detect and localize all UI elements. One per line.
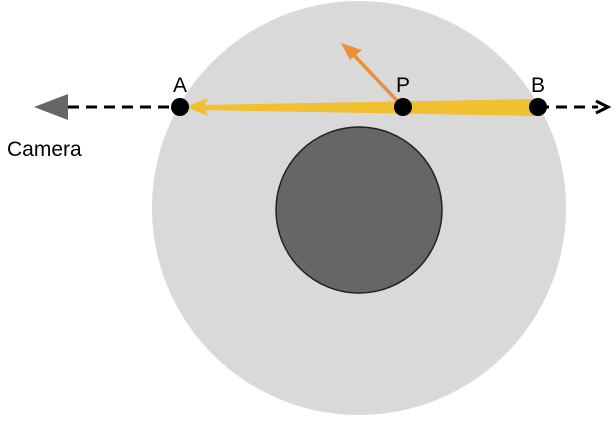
scatter-arrow-line: [348, 49, 405, 109]
point-p: [394, 98, 412, 116]
label-a: A: [173, 74, 187, 97]
scatter-arrowhead-icon: [341, 43, 362, 60]
exit-arrow-icon: [595, 99, 612, 115]
label-camera: Camera: [7, 138, 82, 161]
camera-arrow-icon: [34, 94, 68, 120]
point-a: [171, 98, 189, 116]
label-b: B: [531, 74, 545, 97]
inner-object-circle: [275, 126, 443, 294]
label-p: P: [396, 74, 410, 97]
ray-arrowhead-icon: [186, 98, 208, 116]
point-b: [529, 98, 547, 116]
ray-wedge: [200, 99, 538, 116]
